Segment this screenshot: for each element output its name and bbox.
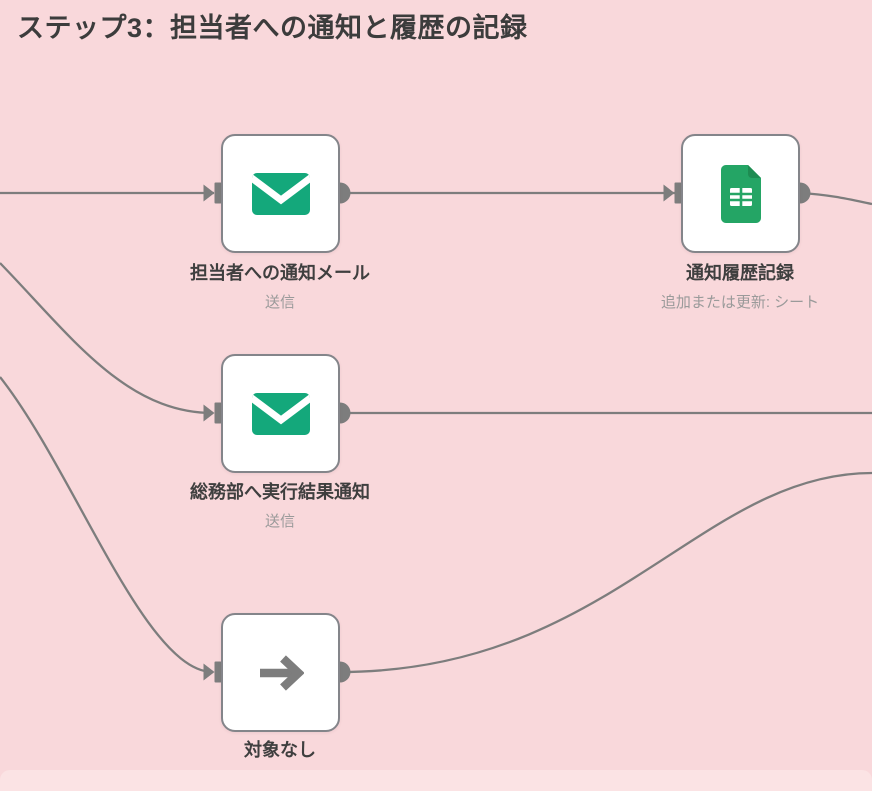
connection-history-out	[799, 191, 872, 206]
connection-lines	[0, 191, 872, 674]
node-result-mail[interactable]	[221, 354, 340, 473]
node-history-record[interactable]	[681, 134, 800, 253]
connection-no-target-out	[339, 471, 872, 674]
input-endpoint-history-record[interactable]	[663, 182, 682, 204]
input-endpoint-no-target[interactable]	[203, 661, 222, 683]
arrow-right-icon	[259, 654, 304, 691]
node-notify-mail[interactable]	[221, 134, 340, 253]
input-endpoint-result-mail[interactable]	[203, 402, 222, 424]
node-no-target[interactable]	[221, 613, 340, 732]
sticky-note-title: ステップ3：担当者への通知と履歴の記録	[17, 13, 528, 43]
email-icon	[251, 172, 310, 215]
connection-into-no-target	[0, 376, 214, 674]
connection-into-result-mail	[0, 262, 214, 415]
email-icon	[251, 392, 310, 435]
next-sticky-note-edge	[0, 770, 872, 791]
input-endpoint-notify-mail[interactable]	[203, 182, 222, 204]
google-sheets-icon	[720, 164, 761, 223]
